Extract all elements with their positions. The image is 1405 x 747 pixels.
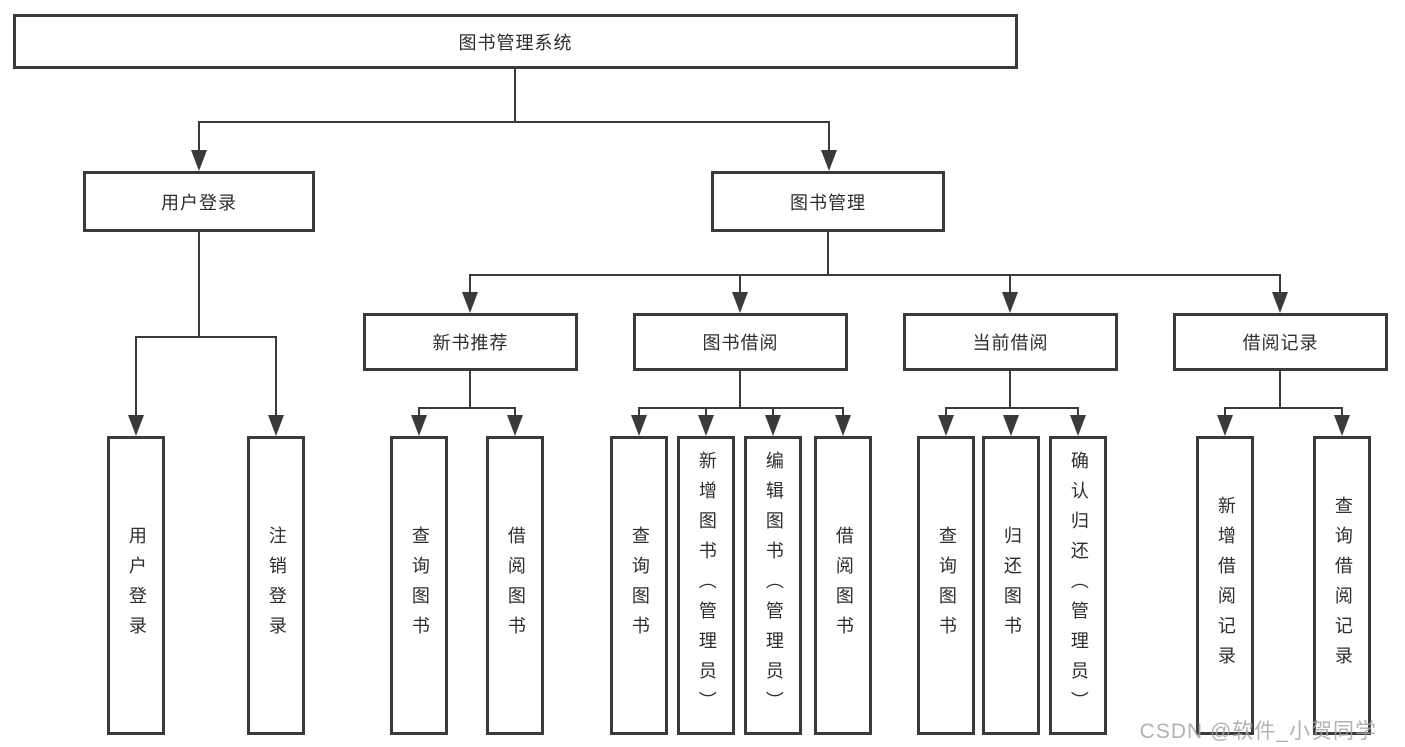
connector-line [1224,407,1226,421]
node-new-book-recommend: 新书推荐 [363,313,578,371]
node-label: 新增借阅记录 [1215,495,1236,676]
arrow-down-icon [1334,415,1350,436]
leaf-query-books-3: 查询图书 [917,436,975,735]
connector-line [469,274,1281,276]
node-label: 当前借阅 [972,333,1049,353]
connector-line [1279,371,1281,409]
connector-line [1009,274,1011,296]
node-root: 图书管理系统 [13,14,1018,69]
node-user-login: 用户登录 [83,171,315,232]
leaf-user-login: 用户登录 [107,436,165,735]
connector-line [418,407,420,421]
connector-line [739,371,741,409]
leaf-add-borrow-record: 新增借阅记录 [1196,436,1254,735]
node-label: 借阅记录 [1242,333,1319,353]
connector-line [275,336,277,420]
arrow-down-icon [1070,415,1086,436]
connector-line [135,336,137,420]
arrow-down-icon [1003,415,1019,436]
arrow-down-icon [268,415,284,436]
leaf-confirm-return-admin: 确认归还（管理员） [1049,436,1107,735]
arrow-down-icon [1272,292,1288,313]
arrow-down-icon [821,150,837,171]
arrow-down-icon [1002,292,1018,313]
arrow-down-icon [1217,415,1233,436]
node-label: 注销登录 [266,525,287,646]
connector-line [198,121,200,155]
node-label: 查询借阅记录 [1332,495,1353,676]
leaf-logout: 注销登录 [247,436,305,735]
leaf-query-books-2: 查询图书 [610,436,668,735]
node-label: 编辑图书（管理员） [763,450,784,721]
connector-line [198,121,830,123]
arrow-down-icon [507,415,523,436]
connector-line [945,407,1079,409]
connector-line [772,407,774,421]
node-label: 新增图书（管理员） [696,450,717,721]
node-label: 查询图书 [409,525,430,646]
node-label: 图书管理系统 [458,32,573,53]
leaf-query-borrow-record: 查询借阅记录 [1313,436,1371,735]
leaf-return-book: 归还图书 [982,436,1040,735]
watermark-text: CSDN @软件_小贺同学 [1139,720,1377,743]
connector-line [1009,371,1011,409]
connector-line [469,274,471,296]
arrow-down-icon [191,150,207,171]
connector-line [705,407,707,421]
connector-line [514,407,516,421]
arrow-down-icon [765,415,781,436]
leaf-borrow-books-2: 借阅图书 [814,436,872,735]
connector-line [1341,407,1343,421]
leaf-borrow-books-1: 借阅图书 [486,436,544,735]
connector-line [827,232,829,276]
arrow-down-icon [698,415,714,436]
connector-line [135,336,277,338]
connector-line [638,407,640,421]
connector-line [418,407,516,409]
arrow-down-icon [732,292,748,313]
arrow-down-icon [128,415,144,436]
node-label: 借阅图书 [505,525,526,646]
leaf-query-books-1: 查询图书 [390,436,448,735]
node-label: 确认归还（管理员） [1068,450,1089,721]
node-label: 用户登录 [161,192,237,213]
node-book-management: 图书管理 [711,171,945,232]
arrow-down-icon [631,415,647,436]
node-current-borrow: 当前借阅 [903,313,1118,371]
node-label: 新书推荐 [432,333,509,353]
connector-line [1224,407,1342,409]
arrow-down-icon [411,415,427,436]
connector-line [739,274,741,296]
connector-line [514,69,516,123]
node-book-borrow: 图书借阅 [633,313,848,371]
arrow-down-icon [835,415,851,436]
leaf-add-book-admin: 新增图书（管理员） [677,436,735,735]
node-label: 借阅图书 [833,525,854,646]
node-label: 查询图书 [936,525,957,646]
node-label: 归还图书 [1001,525,1022,646]
node-label: 用户登录 [126,525,147,646]
connector-line [638,407,844,409]
connector-line [198,232,200,338]
connector-line [469,371,471,409]
arrow-down-icon [462,292,478,313]
node-borrow-records: 借阅记录 [1173,313,1388,371]
node-label: 查询图书 [629,525,650,646]
connector-line [842,407,844,421]
connector-line [828,121,830,155]
arrow-down-icon [938,415,954,436]
connector-line [945,407,947,421]
leaf-edit-book-admin: 编辑图书（管理员） [744,436,802,735]
node-label: 图书管理 [790,192,866,213]
node-label: 图书借阅 [702,333,779,353]
connector-line [1279,274,1281,296]
connector-line [1077,407,1079,421]
